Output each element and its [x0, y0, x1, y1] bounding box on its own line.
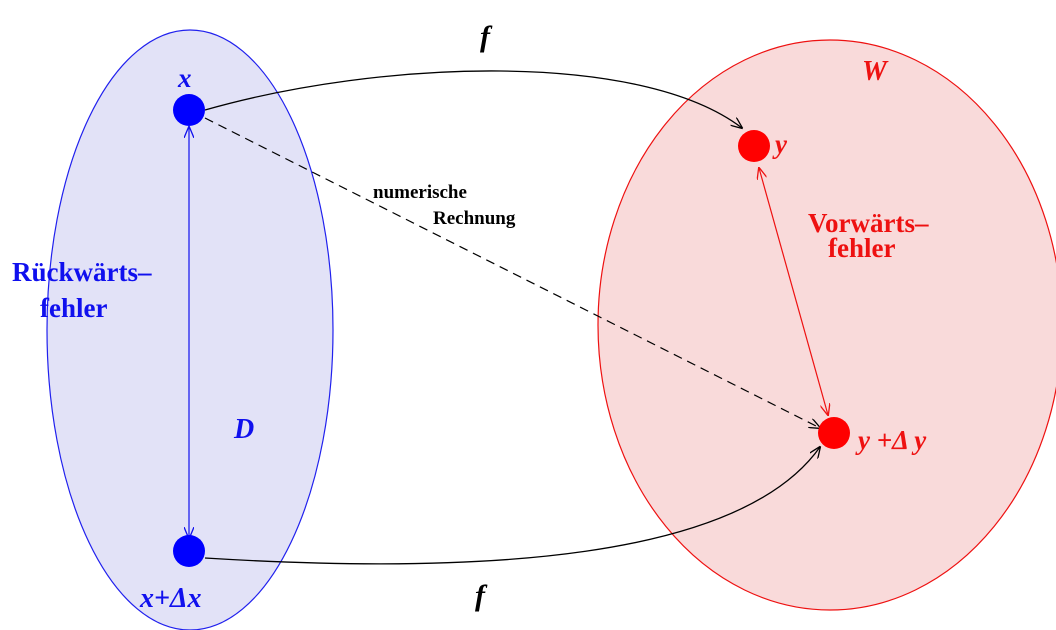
- label-forward-error-2: fehler: [828, 233, 895, 263]
- function-arrow-bottom: [204, 447, 820, 565]
- label-backward-error-2: fehler: [40, 293, 107, 323]
- point-y-delta: [818, 417, 850, 449]
- label-numeric-1: numerische: [373, 182, 467, 203]
- label-x-delta: x+Δx: [139, 583, 202, 614]
- numeric-computation-arrow: [204, 117, 820, 428]
- label-y: y: [772, 129, 788, 159]
- label-range: W: [862, 56, 889, 87]
- label-f-top: f: [480, 20, 493, 53]
- label-x: x: [177, 63, 192, 93]
- label-backward-error-1: Rückwärts–: [12, 257, 152, 287]
- point-x: [173, 94, 205, 126]
- range-set-ellipse: [597, 39, 1056, 611]
- label-numeric-2: Rechnung: [433, 208, 516, 229]
- forward-error-arrow: [759, 168, 828, 415]
- label-f-bottom: f: [475, 579, 488, 612]
- point-x-delta: [173, 535, 205, 567]
- label-y-delta: y +Δ y: [855, 425, 927, 455]
- point-y: [738, 130, 770, 162]
- label-forward-error-1: Vorwärts–: [808, 208, 929, 238]
- function-arrow-top: [204, 70, 742, 128]
- label-domain: D: [233, 414, 254, 445]
